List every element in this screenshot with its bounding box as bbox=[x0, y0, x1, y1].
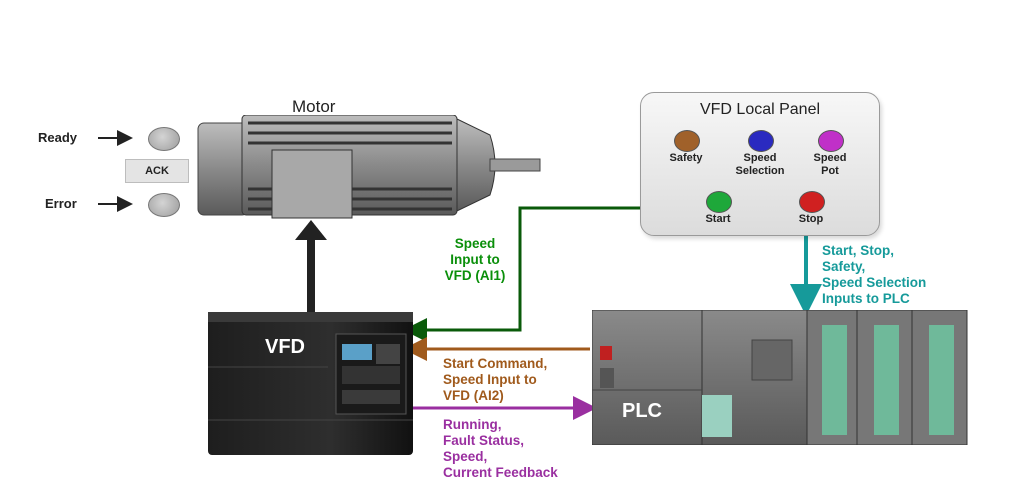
vfd-label: VFD bbox=[265, 336, 305, 358]
speed-selection-button[interactable] bbox=[748, 130, 774, 152]
start-label: Start bbox=[705, 213, 731, 225]
plc-inputs-annotation: Start, Stop, Safety, Speed Selection Inp… bbox=[822, 243, 927, 306]
speed-pot-button[interactable] bbox=[818, 130, 844, 152]
stop-button[interactable] bbox=[799, 191, 825, 213]
vfd-drive bbox=[208, 312, 413, 455]
error-label: Error bbox=[45, 196, 77, 211]
ready-label: Ready bbox=[38, 130, 78, 145]
speed-ai1-wire bbox=[403, 206, 640, 342]
safety-button[interactable] bbox=[674, 130, 700, 152]
vfd-local-panel: VFD Local Panel Safety Speed Selection S… bbox=[640, 92, 880, 236]
panel-title: VFD Local Panel bbox=[699, 101, 821, 118]
ready-indicator-light bbox=[148, 127, 180, 151]
error-indicator-light bbox=[148, 193, 180, 217]
start-command-annotation: Start Command, Speed Input to VFD (AI2) bbox=[443, 356, 548, 403]
ack-button[interactable]: ACK bbox=[125, 159, 189, 183]
motor-icon bbox=[197, 115, 541, 219]
start-button[interactable] bbox=[706, 191, 732, 213]
speed-pot-label: Speed Pot bbox=[813, 152, 847, 177]
plc-rack bbox=[592, 310, 968, 445]
motor-title: Motor bbox=[292, 97, 336, 116]
speed-ai1-annotation: Speed Input to VFD (AI1) bbox=[444, 236, 506, 283]
feedback-annotation: Running, Fault Status, Speed, Current Fe… bbox=[443, 417, 558, 480]
stop-label: Stop bbox=[798, 213, 824, 225]
plc-label: PLC bbox=[622, 400, 662, 422]
speed-selection-label: Speed Selection bbox=[735, 152, 785, 177]
safety-label: Safety bbox=[669, 152, 703, 164]
